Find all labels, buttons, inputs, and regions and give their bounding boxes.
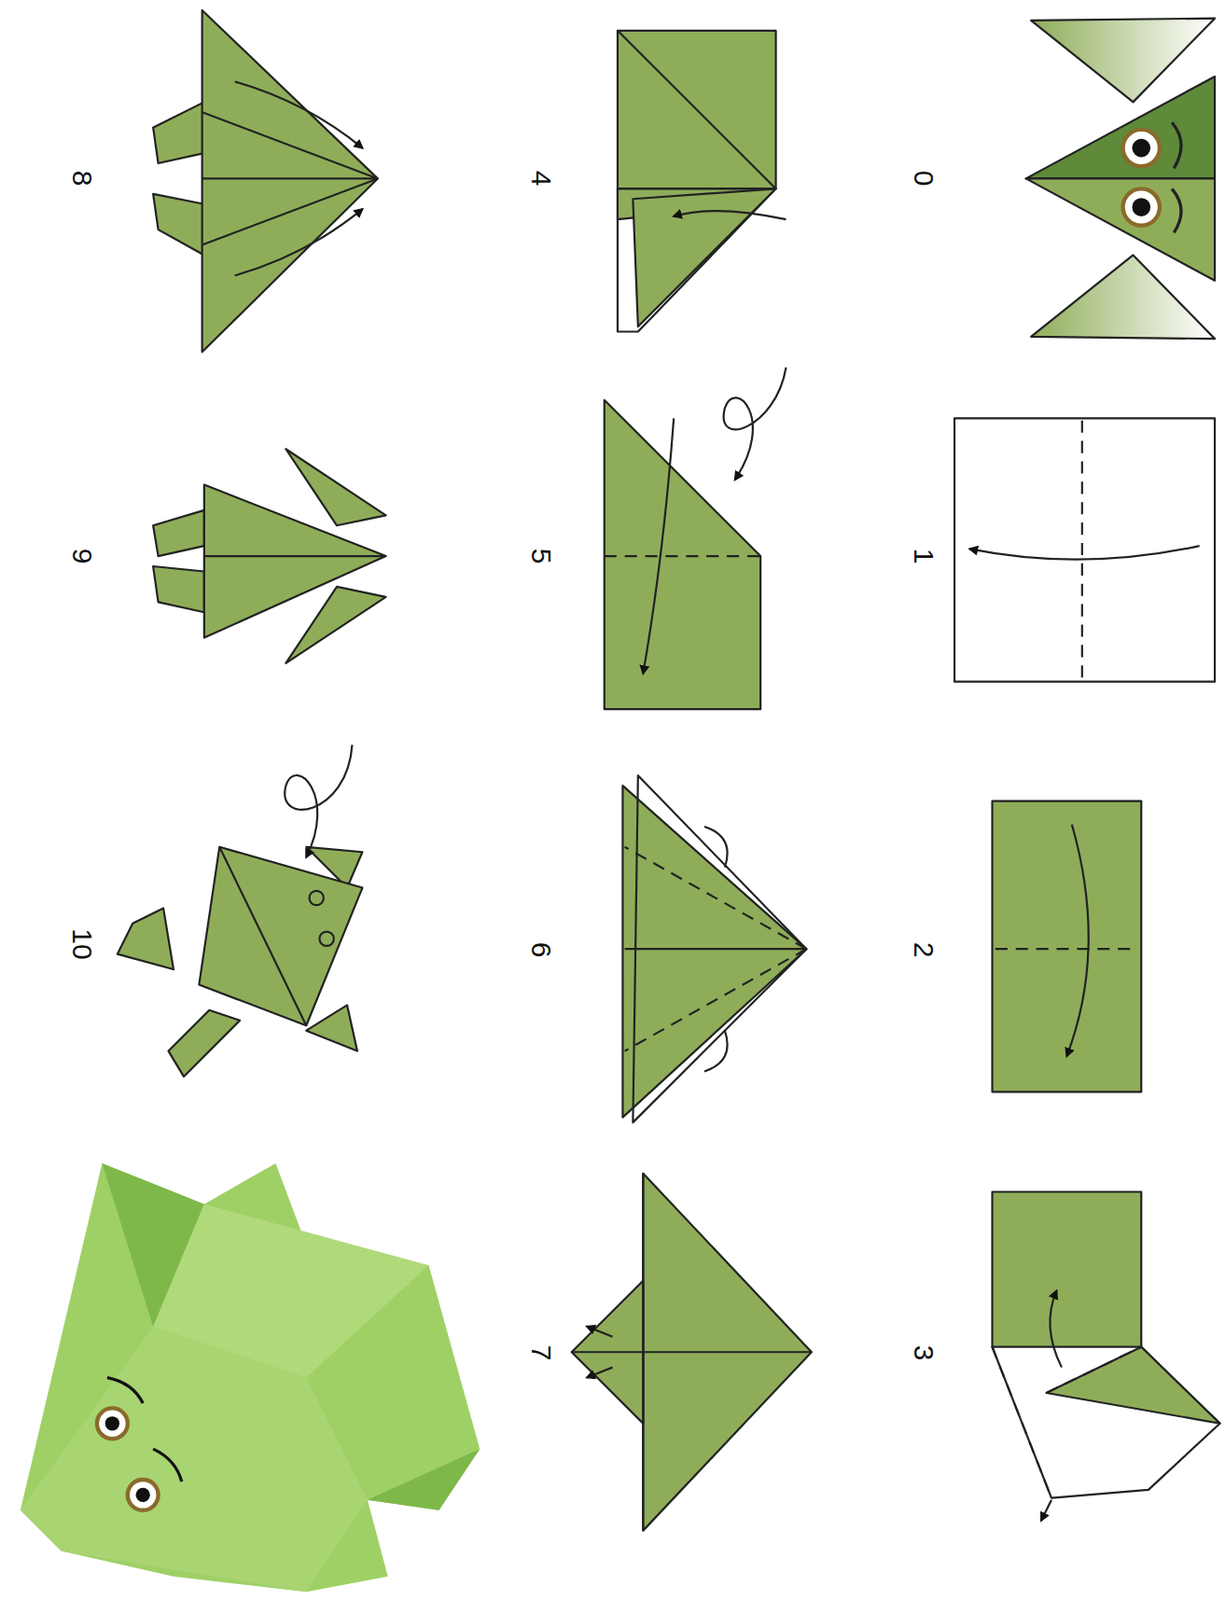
step-number: 9 [68,548,97,565]
step-number: 5 [527,548,556,565]
step-number: 8 [68,170,97,187]
step-number: 10 [68,928,97,960]
step-number: 2 [909,941,938,958]
step-number: 3 [909,1344,938,1361]
step-number: 1 [909,548,938,565]
step-number: 6 [527,941,556,958]
step-number: 0 [909,170,938,187]
step-number: 4 [527,170,556,187]
step-number: 7 [527,1344,556,1361]
